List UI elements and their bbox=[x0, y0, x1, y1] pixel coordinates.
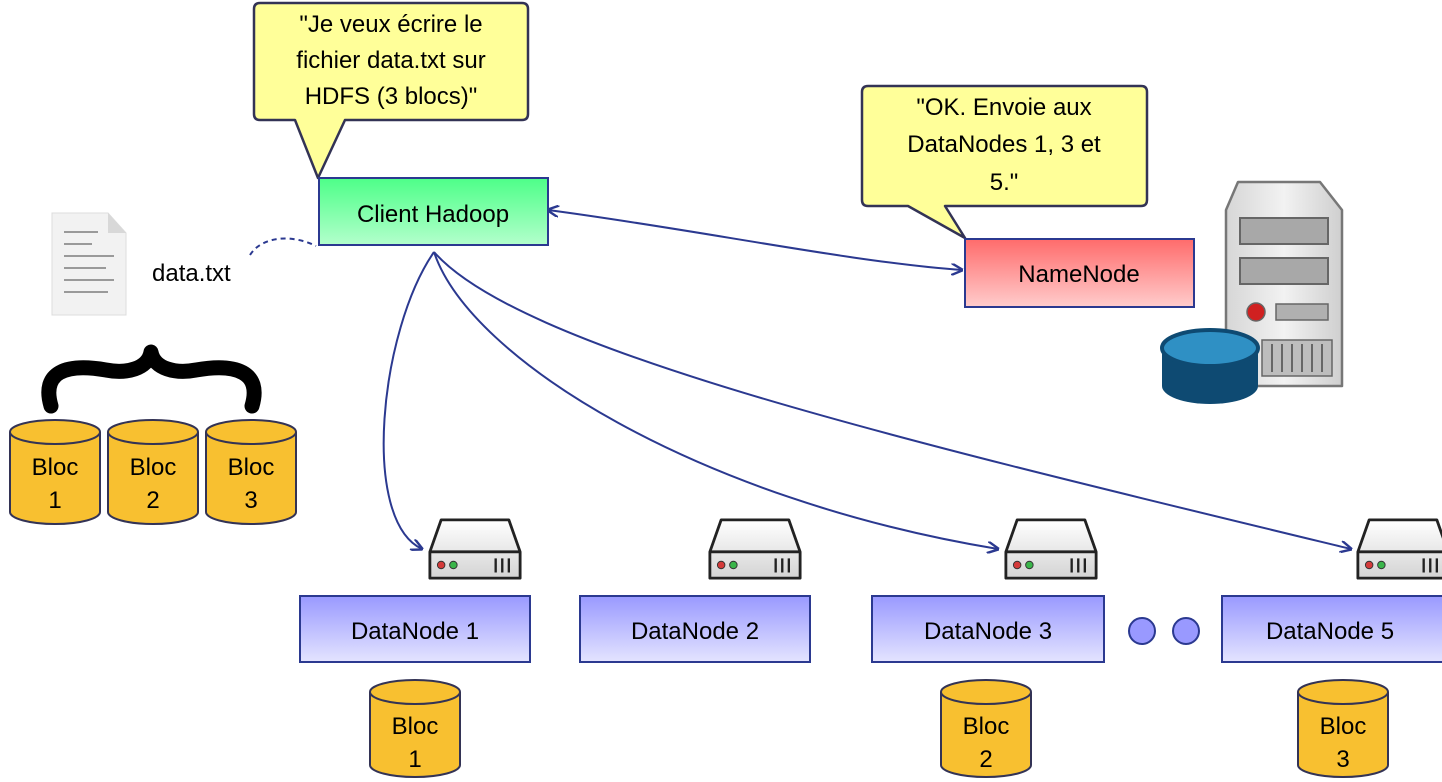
block-label: Bloc bbox=[130, 454, 177, 481]
file-link-dashed bbox=[249, 237, 317, 256]
server-tower-icon bbox=[1224, 180, 1344, 388]
block-label: Bloc bbox=[228, 454, 275, 481]
client-bubble-line: "Je veux écrire le bbox=[299, 11, 482, 38]
namenode-bubble-line: 5." bbox=[990, 169, 1019, 196]
database-icon bbox=[1160, 328, 1260, 404]
hard-drive-icon bbox=[1004, 518, 1098, 580]
left-block-3: Bloc 3 bbox=[205, 419, 297, 525]
client-speech-bubble: "Je veux écrire le fichier data.txt sur … bbox=[252, 1, 530, 180]
block-number: 2 bbox=[979, 746, 992, 773]
left-block-2: Bloc 2 bbox=[107, 419, 199, 525]
client-namenode-arrow bbox=[548, 210, 962, 270]
namenode-bubble-line: "OK. Envoie aux bbox=[916, 94, 1091, 121]
block-number: 1 bbox=[408, 746, 421, 773]
file-icon bbox=[51, 212, 127, 316]
datanode-label: DataNode 2 bbox=[631, 618, 759, 645]
hard-drive-icon bbox=[428, 518, 522, 580]
stored-block-2: Bloc 2 bbox=[940, 679, 1032, 778]
client-hadoop-node: Client Hadoop bbox=[318, 177, 549, 246]
arrow-to-datanode-1 bbox=[382, 251, 435, 549]
block-number: 3 bbox=[244, 487, 257, 514]
datanode-1: DataNode 1 bbox=[299, 595, 531, 663]
datanode-label: DataNode 3 bbox=[924, 618, 1052, 645]
connections bbox=[249, 210, 1351, 549]
datanode-2: DataNode 2 bbox=[579, 595, 811, 663]
file-name-label: data.txt bbox=[152, 260, 231, 287]
client-bubble-line: fichier data.txt sur bbox=[296, 47, 485, 74]
datanode-5: DataNode 5 bbox=[1221, 595, 1442, 663]
arrow-to-datanode-3 bbox=[433, 251, 998, 549]
block-label: Bloc bbox=[963, 713, 1010, 740]
ellipsis-dot-icon bbox=[1128, 617, 1156, 645]
hard-drive-icon bbox=[708, 518, 802, 580]
curly-brace-icon bbox=[41, 344, 262, 414]
arrow-to-datanode-5 bbox=[433, 251, 1351, 549]
block-label: Bloc bbox=[1320, 713, 1367, 740]
stored-block-3: Bloc 3 bbox=[1297, 679, 1389, 778]
namenode-node: NameNode bbox=[964, 238, 1195, 308]
block-number: 3 bbox=[1336, 746, 1349, 773]
hard-drive-icon bbox=[1356, 518, 1442, 580]
datanode-3: DataNode 3 bbox=[871, 595, 1105, 663]
namenode-speech-bubble: "OK. Envoie aux DataNodes 1, 3 et 5." bbox=[860, 84, 1149, 240]
datanode-label: DataNode 1 bbox=[351, 618, 479, 645]
stored-block-1: Bloc 1 bbox=[369, 679, 461, 778]
client-bubble-line: HDFS (3 blocs)" bbox=[305, 83, 478, 110]
block-number: 2 bbox=[146, 487, 159, 514]
ellipsis-dot-icon bbox=[1172, 617, 1200, 645]
namenode-bubble-line: DataNodes 1, 3 et bbox=[907, 131, 1101, 158]
block-label: Bloc bbox=[32, 454, 79, 481]
datanode-label: DataNode 5 bbox=[1266, 618, 1394, 645]
namenode-label: NameNode bbox=[1018, 261, 1139, 288]
block-number: 1 bbox=[48, 487, 61, 514]
client-hadoop-label: Client Hadoop bbox=[357, 201, 509, 228]
left-block-1: Bloc 1 bbox=[9, 419, 101, 525]
block-label: Bloc bbox=[392, 713, 439, 740]
